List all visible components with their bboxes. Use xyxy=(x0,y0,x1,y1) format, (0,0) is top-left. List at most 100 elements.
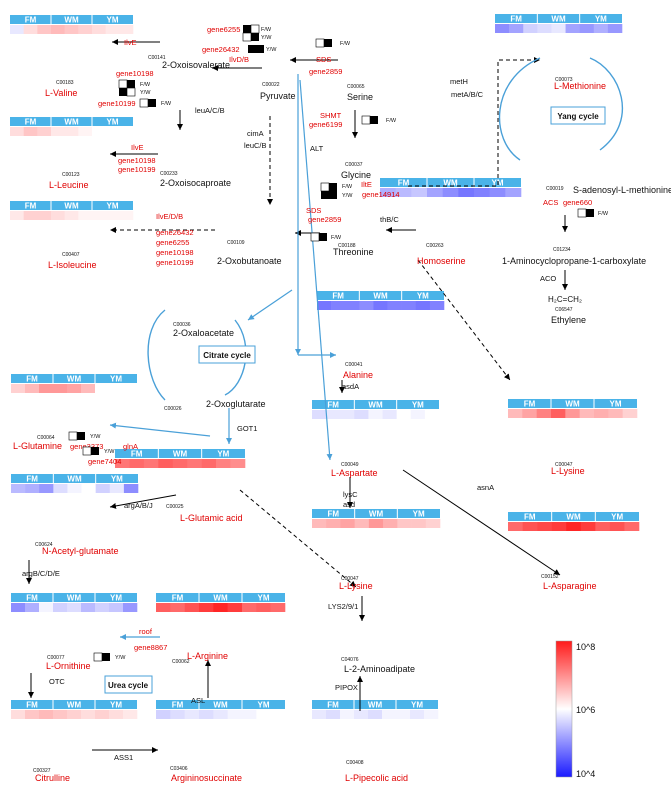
group-label: FM xyxy=(26,594,38,603)
group-label: YM xyxy=(110,594,122,603)
group-label: FM xyxy=(510,15,522,24)
group-label: YM xyxy=(411,701,423,710)
group-label: WM xyxy=(67,594,82,603)
group-label: YM xyxy=(111,475,123,484)
heatmap-cell xyxy=(317,301,332,310)
compound-id: C00077 xyxy=(47,655,65,661)
enzyme-label: asdA xyxy=(342,382,359,391)
enzyme-label: glnA xyxy=(123,442,138,451)
heatmap-cell xyxy=(109,603,124,612)
enzyme-label: metH xyxy=(450,77,468,86)
svg-text:F/W: F/W xyxy=(386,118,397,124)
heatmap-cell xyxy=(522,522,538,531)
group-label: WM xyxy=(443,179,458,188)
compound-name-ornithine: L-Ornithine xyxy=(46,661,91,671)
yang-cycle-arc xyxy=(498,57,624,161)
heatmap-cell xyxy=(11,384,26,393)
enzyme-label: thB/C xyxy=(380,215,399,224)
compound-id: C00064 xyxy=(37,435,55,441)
heatmap-cell xyxy=(67,603,82,612)
compound-name-acetylglut: N-Acetyl-glutamate xyxy=(42,546,119,556)
svg-text:F/W: F/W xyxy=(261,27,272,33)
enzyme-label: lysC xyxy=(343,490,358,499)
compound-name-methionine: L-Methionine xyxy=(554,81,606,91)
heatmap-cell xyxy=(109,710,124,719)
compound-name-aspartate: L-Aspartate xyxy=(331,468,378,478)
heatmap-cell xyxy=(509,24,524,33)
compound-name-pipecolic: L-Pipecolic acid xyxy=(345,773,408,783)
group-label: YM xyxy=(107,202,119,211)
pathway-arrows xyxy=(26,39,624,753)
heatmap-cell xyxy=(213,603,228,612)
compound-id: C00025 xyxy=(166,504,184,510)
enzyme-label: IltE xyxy=(361,180,372,189)
heatmap-cell xyxy=(458,188,475,197)
compound-id: C00263 xyxy=(426,243,444,249)
enzyme-label: ACO xyxy=(540,274,556,283)
heatmap-cell xyxy=(326,710,341,719)
yang-cycle-box xyxy=(550,106,606,125)
heatmap-cell xyxy=(37,211,52,220)
enzyme-label: cimA xyxy=(247,129,264,138)
group-header-bar xyxy=(508,512,639,521)
heatmap-cell xyxy=(373,301,388,310)
compound-name-threonine: Threonine xyxy=(333,247,374,257)
compound-name-glutamic: L-Glutamic acid xyxy=(180,513,243,523)
arrow-glutamine-glutamic xyxy=(109,422,211,437)
group-label: FM xyxy=(328,510,340,519)
svg-text:F/W: F/W xyxy=(342,184,353,190)
enzyme-label: argB/C/D/E xyxy=(22,569,60,578)
gene-label: gene6255 xyxy=(156,238,189,247)
heatmap-cell xyxy=(522,409,537,418)
enzyme-label: IlvE/D/B xyxy=(156,212,183,221)
heatmap-cell xyxy=(156,710,171,719)
heatmap-cell xyxy=(424,710,439,719)
heatmap-cell xyxy=(442,188,459,197)
group-label: FM xyxy=(25,16,37,25)
group-header-bar xyxy=(495,14,622,23)
group-label: YM xyxy=(110,701,122,710)
heatmap-cell xyxy=(11,710,26,719)
enzyme-label: SDS xyxy=(316,55,331,64)
heatmap-cell xyxy=(23,127,38,136)
heatmap-cell xyxy=(184,710,200,719)
heatmap-cell xyxy=(123,384,138,393)
gene-marker: Y/W xyxy=(248,45,277,53)
enzyme-label: metA/B/C xyxy=(451,90,484,99)
heatmap-cell xyxy=(424,410,440,419)
heatmap-cell xyxy=(172,459,188,468)
compound-id: C00062 xyxy=(172,659,190,665)
heatmap-cell xyxy=(410,710,425,719)
group-header-bar xyxy=(10,15,133,24)
svg-text:F/W: F/W xyxy=(598,211,609,217)
heatmap-cell xyxy=(53,484,68,493)
heatmap-cell xyxy=(595,522,611,531)
group-header-bar xyxy=(380,178,521,187)
heatmap-cell xyxy=(213,710,228,719)
compound-id: C00407 xyxy=(62,252,80,258)
heatmap-cell xyxy=(396,710,411,719)
urea-cycle-box xyxy=(104,675,153,694)
compound-name-pyruvate: Pyruvate xyxy=(260,91,296,101)
compound-id: C00183 xyxy=(56,80,74,86)
gene-label: gene2859 xyxy=(309,67,342,76)
heatmap-cell xyxy=(415,301,431,310)
compound-id: C00188 xyxy=(338,243,356,249)
heatmap-cell xyxy=(345,301,360,310)
heatmap-cell xyxy=(119,211,134,220)
group-label: WM xyxy=(213,701,228,710)
compound-id: C00037 xyxy=(345,162,363,168)
heatmap-cell xyxy=(242,710,257,719)
compound-name-oxaloacetate: 2-Oxaloacetate xyxy=(173,328,234,338)
enzyme-label: SHMT xyxy=(320,111,342,120)
heatmap-cell xyxy=(508,522,523,531)
heatmap-cell xyxy=(53,603,68,612)
group-label: YM xyxy=(258,594,270,603)
enzyme-label: asnA xyxy=(477,483,494,492)
group-label: WM xyxy=(67,375,82,384)
heatmap-cell xyxy=(495,24,510,33)
heatmap-track-ornithine: FM WM YM xyxy=(11,593,138,612)
